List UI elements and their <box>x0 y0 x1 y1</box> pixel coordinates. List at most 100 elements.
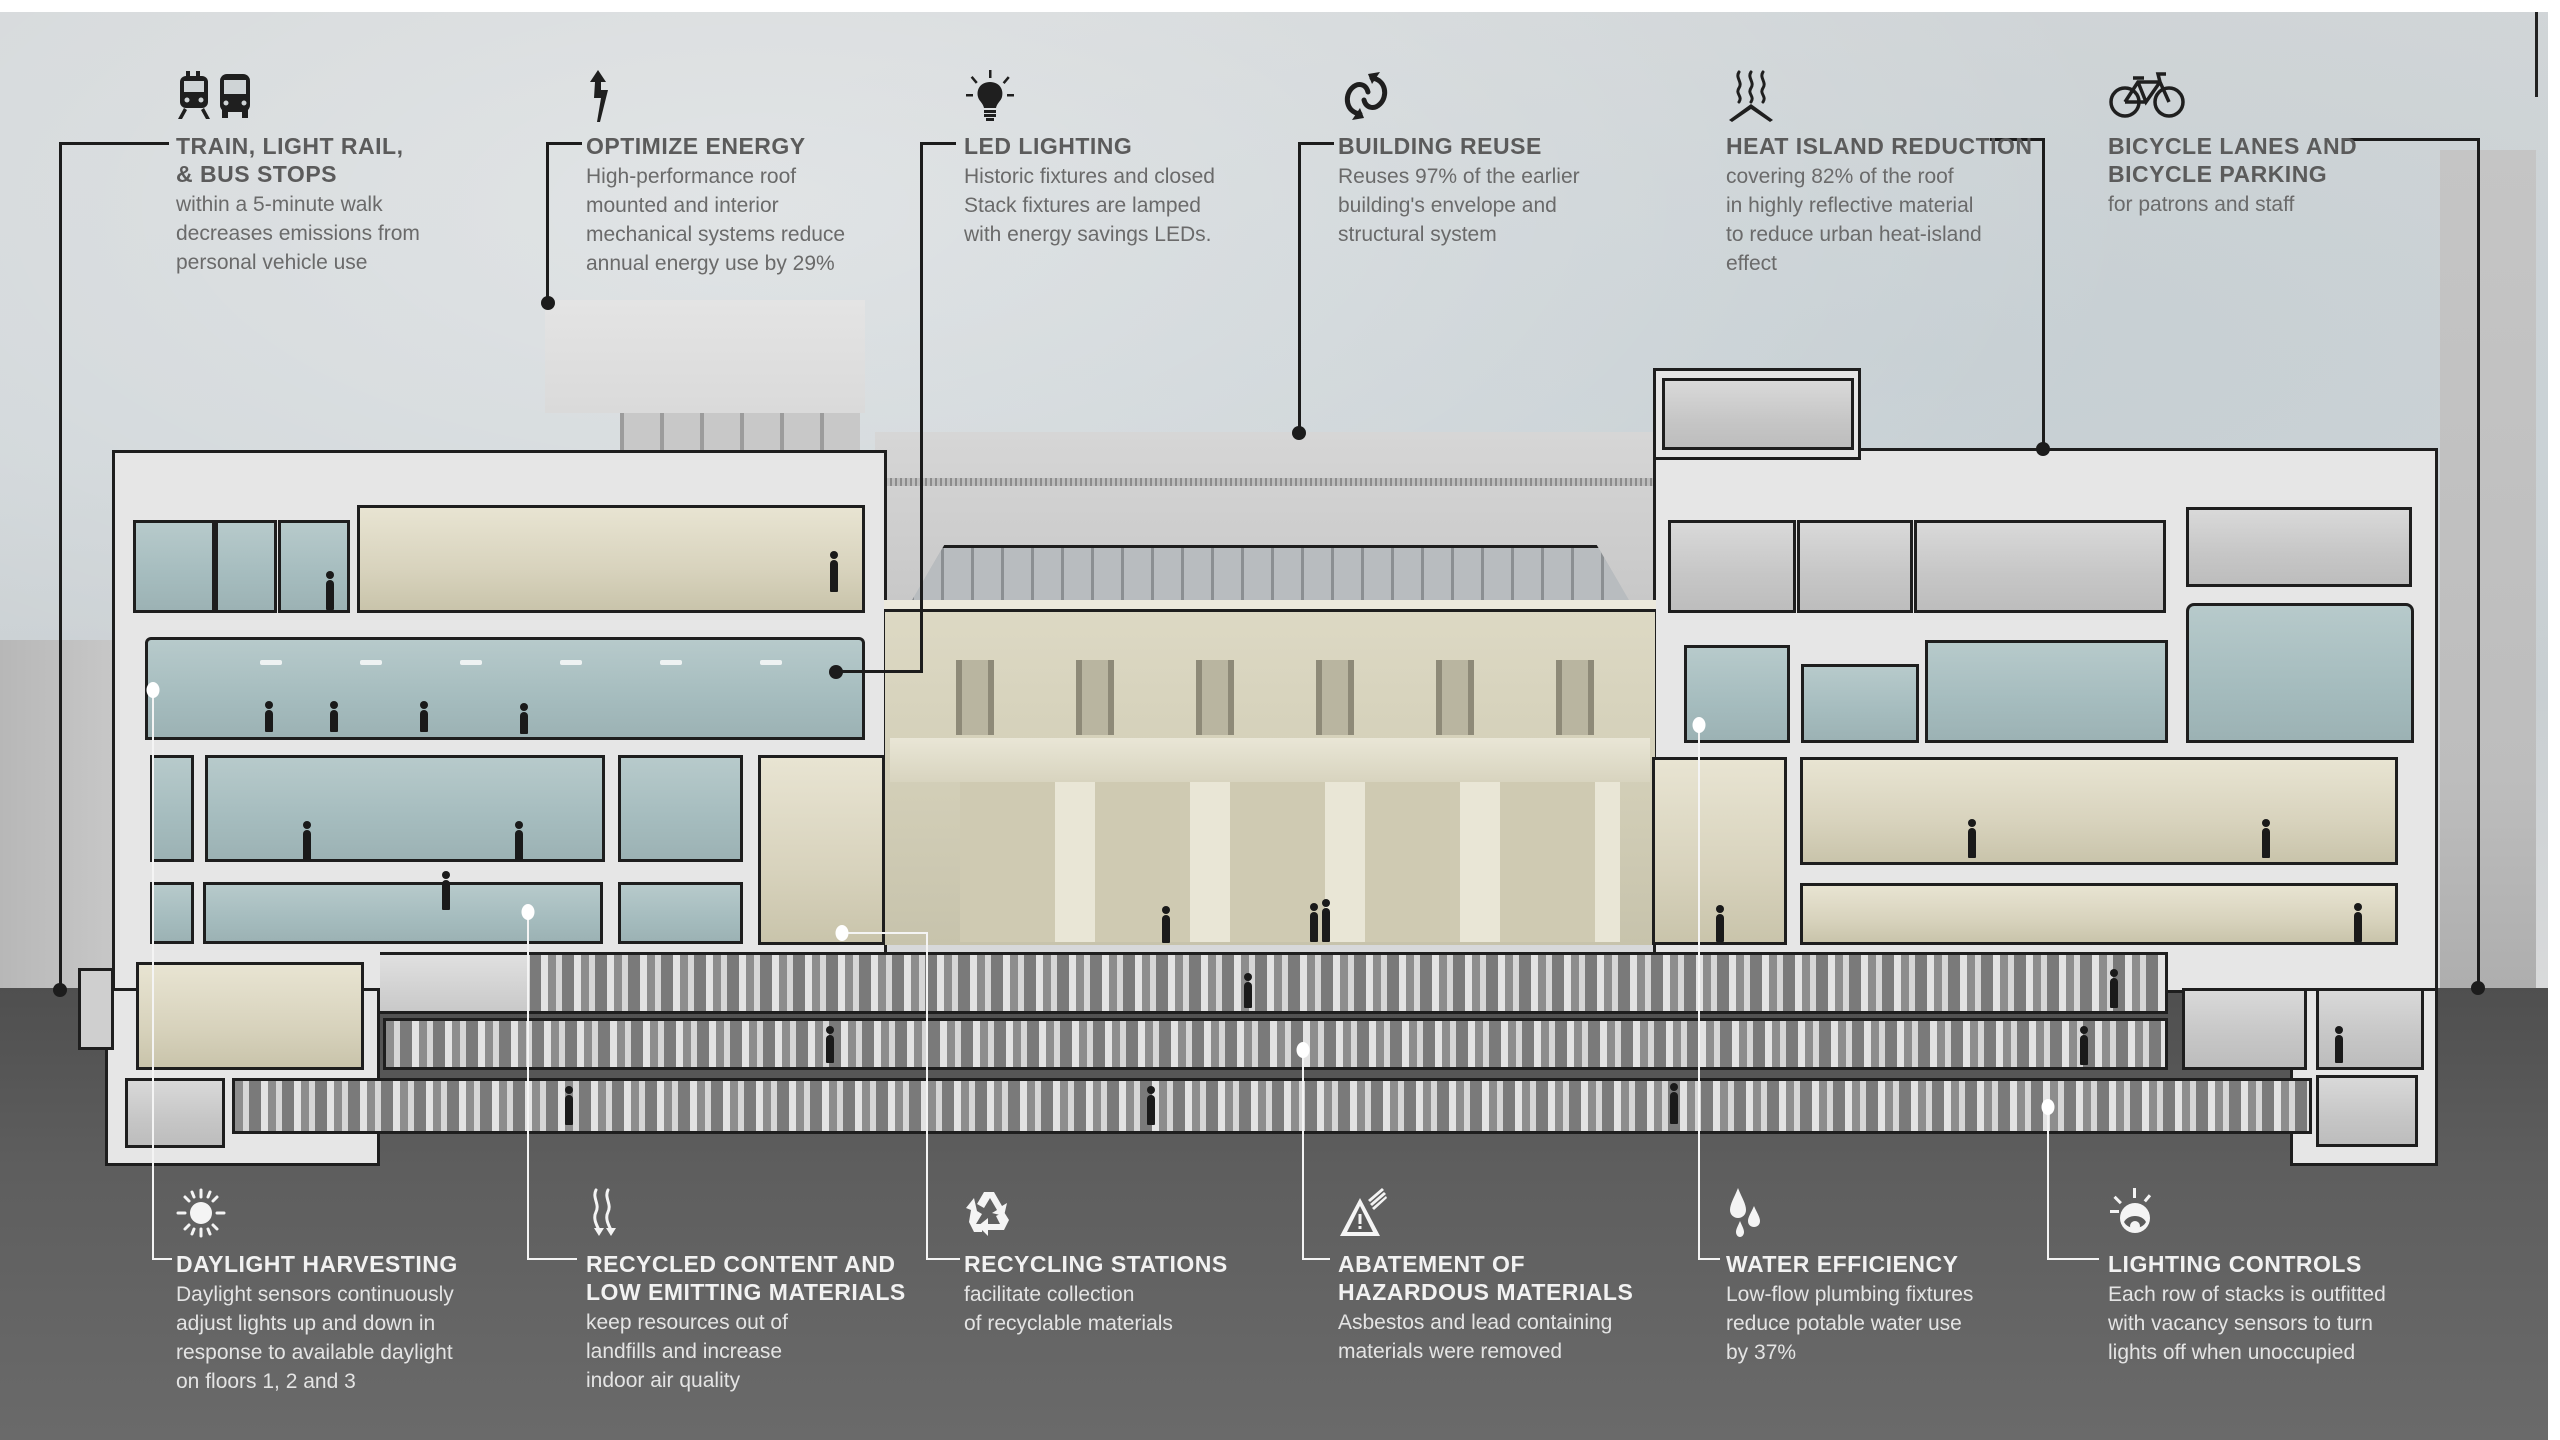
callout-led-lighting: LED LIGHTING Historic fixtures and close… <box>964 70 1264 249</box>
callout-recycling-stations: RECYCLING STATIONS facilitate collection… <box>964 1188 1264 1338</box>
callout-water-efficiency: WATER EFFICIENCY Low-flow plumbing fixtu… <box>1726 1188 2026 1367</box>
leader-line-reuse <box>1298 142 1301 432</box>
person-silhouette <box>1147 1086 1155 1125</box>
callout-title: OPTIMIZE ENERGY <box>586 133 806 159</box>
stacks-entry-room <box>380 955 530 1011</box>
callout-body: for patrons and staff <box>2108 193 2295 216</box>
staff-room-a <box>2182 988 2307 1070</box>
leader-line-transit <box>59 142 62 990</box>
callout-title: DAYLIGHT HARVESTING <box>176 1251 458 1277</box>
frame-edge-line <box>2535 12 2538 97</box>
reuse-arrows-icon <box>1338 70 1398 122</box>
person-silhouette <box>330 701 338 732</box>
room-r3-b <box>1801 664 1919 743</box>
person-silhouette <box>326 571 334 610</box>
stacks-level-2 <box>383 1018 2168 1070</box>
second-floor-reading-room <box>205 755 605 862</box>
leader-dot-heat-island <box>2036 442 2050 456</box>
leader-line-recycling <box>842 932 928 934</box>
hall-side-aisle-right <box>1652 757 1787 945</box>
leader-line-materials <box>527 912 529 1260</box>
callout-title: WATER EFFICIENCY <box>1726 1251 1959 1277</box>
pendant-lamp <box>560 660 582 665</box>
callout-title: ABATEMENT OF HAZARDOUS MATERIALS <box>1338 1251 1634 1305</box>
person-silhouette <box>1670 1083 1678 1124</box>
callout-body: Historic fixtures and closed Stack fixtu… <box>964 165 1215 246</box>
auditorium <box>357 505 865 613</box>
pendant-lamp <box>460 660 482 665</box>
bicycle-icon <box>2108 70 2185 122</box>
leader-line-heat-island <box>2042 138 2045 448</box>
leader-line-abatement <box>1302 1258 1330 1260</box>
conference-room <box>2186 507 2412 587</box>
callout-title: TRAIN, LIGHT RAIL, & BUS STOPS <box>176 133 404 187</box>
room-l4-c <box>278 520 350 613</box>
person-silhouette <box>1244 973 1252 1008</box>
callout-optimize-energy: OPTIMIZE ENERGY High-performance roof mo… <box>586 70 886 278</box>
emissions-arrows-icon <box>586 1188 646 1238</box>
person-silhouette <box>515 821 523 860</box>
office-r4-a <box>1668 520 1796 613</box>
leader-line-daylight <box>152 690 154 1260</box>
leader-dot-led <box>829 665 843 679</box>
leader-line-energy <box>546 142 549 302</box>
clerestory-windows <box>930 660 1620 735</box>
callout-title: BUILDING REUSE <box>1338 133 1542 159</box>
callout-lighting-controls: LIGHTING CONTROLS Each row of stacks is … <box>2108 1188 2408 1367</box>
skylight-ceiling <box>884 600 1656 612</box>
leader-line-reuse <box>1298 142 1334 145</box>
person-silhouette <box>1310 903 1318 942</box>
lightning-bolt-icon <box>586 70 646 122</box>
leader-dot-recycling <box>835 925 849 941</box>
callout-title: RECYCLED CONTENT AND LOW EMITTING MATERI… <box>586 1251 906 1305</box>
leader-line-materials <box>527 1258 577 1260</box>
callout-body: Each row of stacks is outfitted with vac… <box>2108 1283 2386 1364</box>
leader-line-led <box>920 142 956 145</box>
leader-line-water <box>1698 725 1700 1260</box>
callout-body: Low-flow plumbing fixtures reduce potabl… <box>1726 1283 1974 1364</box>
leader-dot-reuse <box>1292 426 1306 440</box>
person-silhouette <box>565 1086 573 1125</box>
hall-colonnade <box>960 782 1620 942</box>
leader-dot-materials <box>521 904 535 920</box>
first-floor-room <box>203 882 603 944</box>
neighbor-building-right <box>2440 150 2536 988</box>
office-r4-b <box>1797 520 1913 613</box>
callout-body: facilitate collection of recyclable mate… <box>964 1283 1173 1335</box>
leader-line-abatement <box>1302 1050 1304 1260</box>
callout-body: Daylight sensors continuously adjust lig… <box>176 1283 454 1393</box>
light-bulb-icon <box>964 70 1024 122</box>
room-l4-b <box>215 520 277 613</box>
leader-dot-abatement <box>1296 1042 1310 1058</box>
person-silhouette <box>303 821 311 860</box>
leader-line-lighting-controls <box>2047 1105 2049 1260</box>
room-l2-right <box>618 755 743 862</box>
penthouse-room <box>1662 378 1854 450</box>
water-drops-icon <box>1726 1188 1786 1238</box>
callout-title: LED LIGHTING <box>964 133 1133 159</box>
callout-building-reuse: BUILDING REUSE Reuses 97% of the earlier… <box>1338 70 1638 249</box>
office-r4-open <box>1914 520 2166 613</box>
callout-body: covering 82% of the roof in highly refle… <box>1726 165 1982 275</box>
staff-room-b <box>2316 988 2424 1070</box>
person-silhouette <box>520 703 528 734</box>
callout-body: Reuses 97% of the earlier building's env… <box>1338 165 1580 246</box>
pendant-lamp <box>660 660 682 665</box>
callout-recycled-content: RECYCLED CONTENT AND LOW EMITTING MATERI… <box>586 1188 906 1395</box>
glass-skylight <box>908 545 1633 607</box>
callout-hazardous-materials: ABATEMENT OF HAZARDOUS MATERIALS Asbesto… <box>1338 1188 1638 1366</box>
leader-line-recycling <box>926 1258 960 1260</box>
callout-body: within a 5-minute walk decreases emissio… <box>176 193 420 274</box>
heat-waves-icon <box>1726 70 1786 122</box>
lower-level-room <box>136 962 364 1070</box>
leader-dot-water <box>1692 717 1706 733</box>
person-silhouette <box>2110 969 2118 1008</box>
leader-line-bicycle <box>2342 138 2480 141</box>
motion-sensor-icon <box>2108 1188 2168 1238</box>
leader-dot-daylight <box>146 682 160 698</box>
pendant-lamp <box>260 660 282 665</box>
third-floor-event-room <box>145 637 865 740</box>
sun-icon <box>176 1188 236 1238</box>
leader-line-water <box>1698 1258 1720 1260</box>
callout-body: High-performance roof mounted and interi… <box>586 165 846 275</box>
